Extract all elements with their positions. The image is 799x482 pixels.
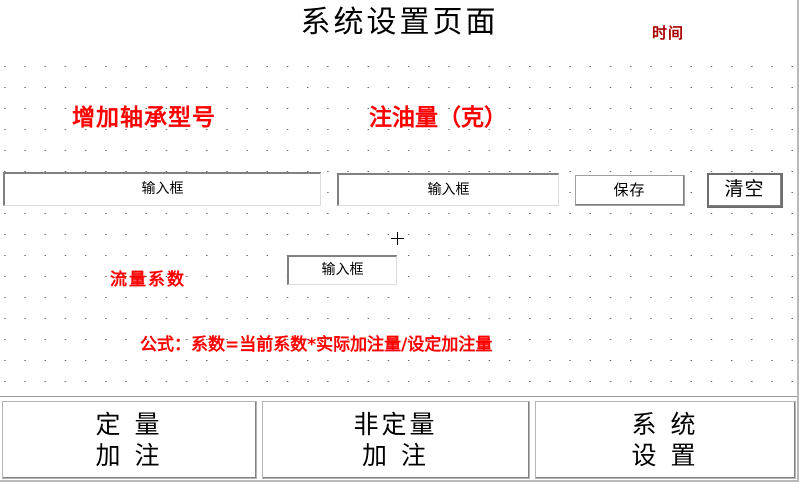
page-title: 系统设置页面 (300, 5, 499, 40)
formula-note: 公式：系数=当前系数*实际加注量/设定加注量 (140, 335, 493, 355)
nav-button-non-fixed-dosing[interactable]: 非定量 加 注 (262, 401, 530, 479)
plus-crosshair-icon (391, 232, 404, 245)
flow-coefficient-label: 流量系数 (110, 270, 186, 290)
nav-button-fixed-dosing-line2: 加 注 (95, 440, 163, 470)
save-button[interactable]: 保存 (575, 175, 685, 206)
bearing-model-input[interactable]: 输入框 (3, 172, 321, 206)
nav-button-system-settings-line2: 设 置 (631, 440, 699, 470)
canvas-bottom-divider (0, 396, 799, 397)
header-band: 系统设置页面 时间 (0, 0, 799, 47)
nav-button-fixed-dosing-line1: 定 量 (95, 409, 163, 439)
bearing-model-label: 增加轴承型号 (72, 105, 216, 131)
oil-amount-input[interactable]: 输入框 (337, 173, 559, 206)
nav-button-system-settings[interactable]: 系 统 设 置 (535, 401, 796, 479)
nav-button-fixed-dosing[interactable]: 定 量 加 注 (2, 401, 257, 479)
flow-coefficient-input[interactable]: 输入框 (287, 255, 397, 285)
dotted-grid-canvas (0, 47, 799, 397)
clear-button[interactable]: 清空 (707, 173, 783, 208)
oil-amount-label: 注油量（克） (369, 105, 507, 131)
bottom-navigation-bar: 定 量 加 注 非定量 加 注 系 统 设 置 (0, 397, 799, 482)
nav-button-system-settings-line1: 系 统 (631, 409, 699, 439)
nav-button-non-fixed-dosing-line2: 加 注 (362, 440, 429, 470)
nav-button-non-fixed-dosing-line1: 非定量 (353, 409, 438, 439)
time-label: 时间 (652, 24, 685, 42)
